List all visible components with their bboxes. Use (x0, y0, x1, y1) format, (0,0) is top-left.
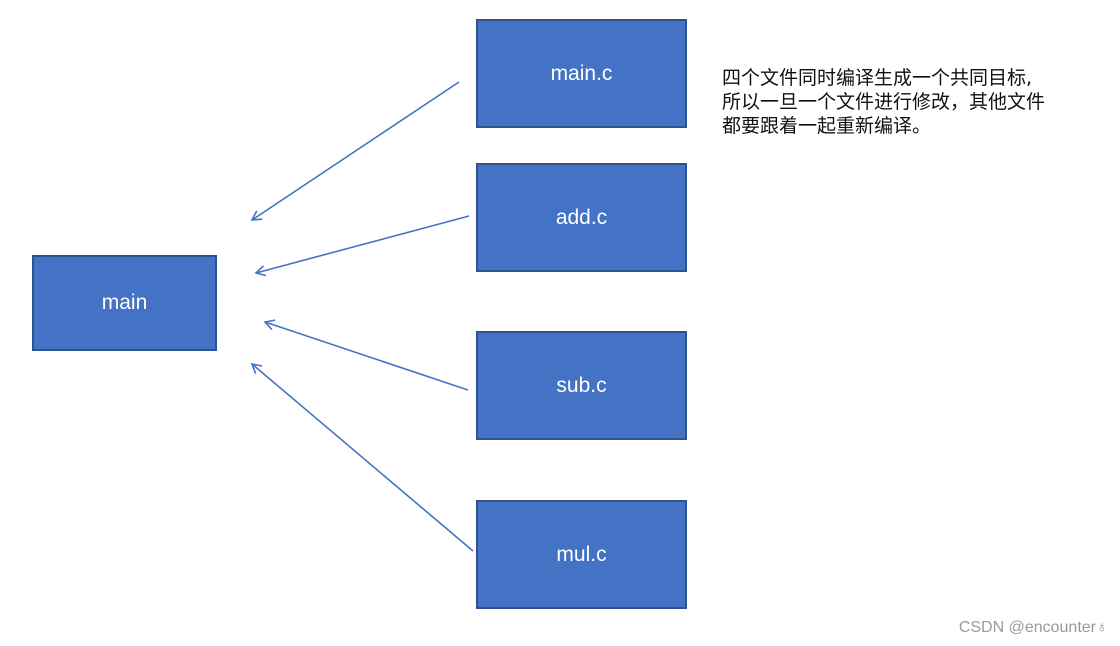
node-sub-c: sub.c (476, 331, 687, 440)
node-main-label: main (101, 291, 148, 314)
node-sub-c-label: sub.c (556, 373, 607, 397)
node-add-c: add.c (476, 163, 687, 272)
note-line: 都要跟着一起重新编译。 (722, 115, 932, 137)
arrow-sub-c-to-main (263, 319, 469, 391)
node-main: main (32, 255, 217, 351)
arrow-add-c-to-main (254, 215, 470, 277)
node-main-c: main.c (476, 19, 687, 128)
note-line: 四个文件同时编译生成一个共同目标, (722, 67, 1033, 89)
arrow-main-c-to-main (250, 81, 460, 221)
note-line: 所以一旦一个文件进行修改，其他文件 (722, 91, 1046, 113)
node-mul-c: mul.c (476, 500, 687, 609)
annotation-note: 四个文件同时编译生成一个共同目标, 所以一旦一个文件进行修改，其他文件 都要跟着… (722, 66, 1118, 138)
watermark: CSDN @encounter♁ (958, 619, 1108, 636)
arrow-mul-c-to-main (250, 362, 474, 552)
node-add-c-label: add.c (555, 205, 608, 229)
node-mul-c-label: mul.c (556, 542, 607, 566)
node-main-c-label: main.c (550, 61, 613, 85)
